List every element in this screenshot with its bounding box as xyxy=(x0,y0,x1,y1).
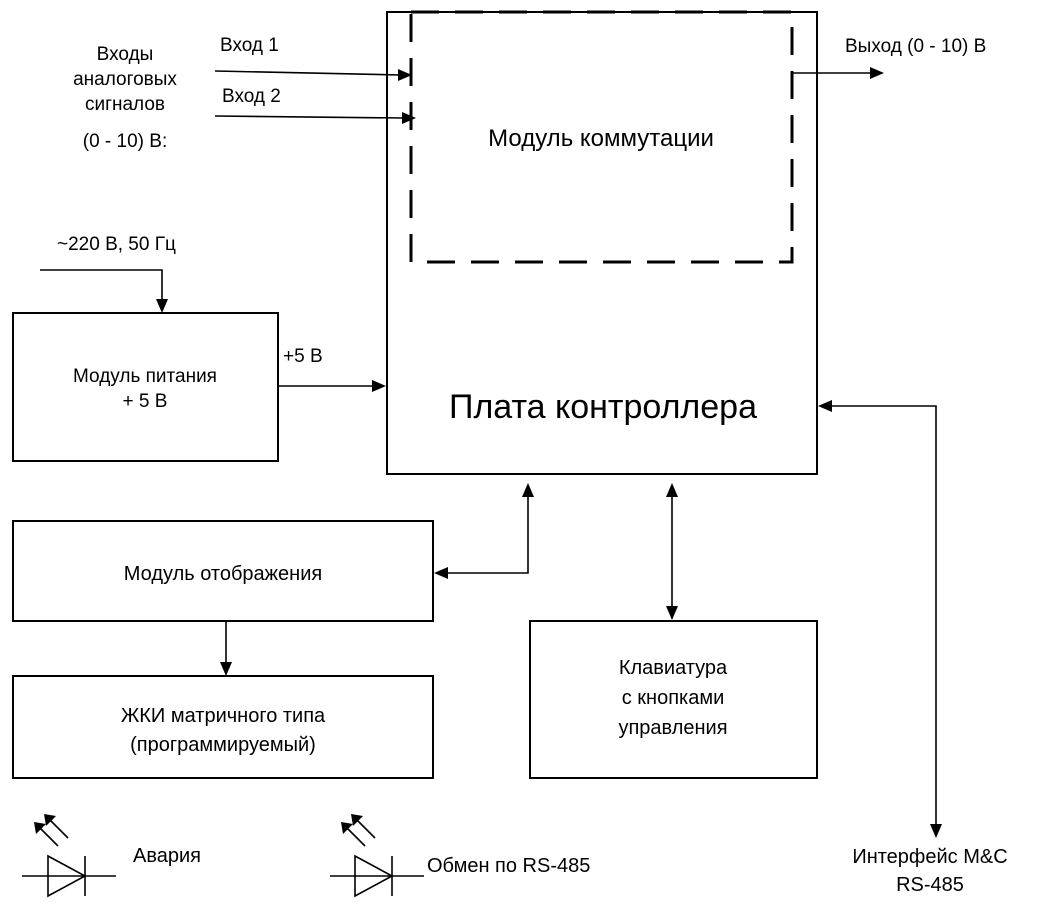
svg-text:RS-485: RS-485 xyxy=(896,874,964,896)
svg-text:Модуль питания: Модуль питания xyxy=(73,366,217,387)
alarm-led-icon xyxy=(22,819,116,898)
rs485-led-icon xyxy=(330,819,424,898)
mc-interface-label: Интерфейс M&C RS-485 xyxy=(852,846,1007,896)
svg-text:Интерфейс M&C: Интерфейс M&C xyxy=(852,846,1007,868)
display-module-box xyxy=(12,520,434,622)
rs485-led-ray2 xyxy=(351,814,363,826)
mains-label: ~220 В, 50 Гц xyxy=(57,234,176,255)
svg-text:+ 5 В: + 5 В xyxy=(123,391,168,412)
controller-board-label: Плата контроллера xyxy=(449,388,757,426)
alarm-led-ray2 xyxy=(44,814,56,826)
controller-board-box xyxy=(386,11,818,475)
input2-arrow xyxy=(214,115,405,119)
keyboard-box xyxy=(529,620,818,779)
rs485-exchange-label: Обмен по RS-485 xyxy=(427,855,590,877)
lcd-label: ЖКИ матричного типа (программируемый) xyxy=(121,705,326,756)
svg-text:ЖКИ матричного типа: ЖКИ матричного типа xyxy=(121,705,326,727)
input2-arrowhead xyxy=(402,112,416,124)
keyboard-link-arrowhead-up xyxy=(666,483,678,497)
svg-text:Клавиатура: Клавиатура xyxy=(619,657,728,679)
keyboard-label: Клавиатура с кнопками управления xyxy=(618,657,728,739)
alarm-label: Авария xyxy=(133,845,201,867)
display-link-arrowhead-left xyxy=(434,567,448,579)
input1-arrow xyxy=(214,70,401,76)
display-lcd-arrowhead xyxy=(220,662,232,676)
output-label: Выход (0 - 10) В xyxy=(845,36,986,57)
rs485-led-ray1 xyxy=(341,822,353,834)
plus5v-label: +5 В xyxy=(283,346,323,367)
keyboard-link-arrowhead-down xyxy=(666,606,678,620)
svg-text:сигналов: сигналов xyxy=(85,94,165,115)
mains-arrowhead xyxy=(156,299,168,313)
alarm-led-ray1 xyxy=(34,822,46,834)
power-module-label: Модуль питания + 5 В xyxy=(73,366,217,412)
mains-line xyxy=(40,269,163,300)
mc-link-arrowhead-left xyxy=(818,400,832,412)
display-module-label: Модуль отображения xyxy=(124,563,322,585)
input1-arrowhead xyxy=(398,69,412,81)
svg-text:аналоговых: аналоговых xyxy=(73,69,177,90)
input2-label: Вход 2 xyxy=(222,86,281,107)
power-arrowhead xyxy=(372,380,386,392)
switch-module-box xyxy=(409,10,794,264)
display-link-arrowhead-up xyxy=(522,483,534,497)
display-controller-link xyxy=(446,497,529,574)
svg-text:(программируемый): (программируемый) xyxy=(130,734,316,756)
mc-link-arrowhead-down xyxy=(930,824,942,838)
svg-text:(0 - 10) В:: (0 - 10) В: xyxy=(83,131,167,152)
svg-text:Входы: Входы xyxy=(97,44,154,65)
switch-module-label: Модуль коммутации xyxy=(488,125,714,152)
svg-text:с кнопками: с кнопками xyxy=(622,687,725,709)
analog-inputs-title: Входы аналоговых сигналов (0 - 10) В: xyxy=(73,44,177,152)
svg-text:управления: управления xyxy=(618,717,727,739)
output-arrowhead xyxy=(870,67,884,79)
power-module-box xyxy=(12,312,279,462)
input1-label: Вход 1 xyxy=(220,35,279,56)
mc-interface-link xyxy=(831,405,937,826)
lcd-box xyxy=(12,675,434,779)
